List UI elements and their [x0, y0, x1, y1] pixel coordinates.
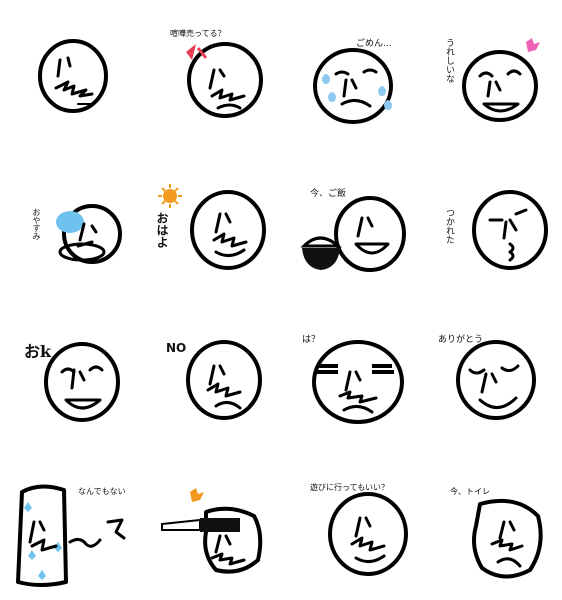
- sticker-no[interactable]: NO: [140, 300, 280, 450]
- sticker-sorry[interactable]: ごめん...: [280, 0, 420, 150]
- face-drawing: [186, 340, 262, 420]
- sticker-in-toilet[interactable]: 今、トイレ: [420, 450, 560, 600]
- sticker-label: NO: [166, 341, 187, 355]
- sticker-label: おやすみ: [32, 208, 41, 240]
- face-drawing: [186, 42, 263, 118]
- sticker-label: 遊びに行ってもいい？: [310, 483, 390, 492]
- face-drawing: [456, 340, 536, 420]
- sticker-label: おはよ: [155, 212, 169, 248]
- sticker-label: つかれた: [444, 208, 454, 244]
- knife-icon: [161, 518, 240, 532]
- face-drawing: [56, 204, 122, 264]
- face-drawing: [328, 492, 408, 576]
- sticker-eating-now[interactable]: 今、ご飯: [280, 150, 420, 300]
- face-drawing: [300, 196, 406, 272]
- face-drawing: [312, 340, 404, 424]
- sleep-bubble-icon: [56, 211, 84, 233]
- spark-icon: [190, 488, 204, 502]
- sticker-label: 喧嘩売ってる？: [170, 29, 226, 38]
- face-drawing: [313, 48, 393, 124]
- sticker-label: なんでもない: [78, 487, 126, 496]
- sticker-label: ごめん...: [356, 39, 392, 49]
- sticker-thanks[interactable]: ありがとう: [420, 300, 560, 450]
- face-drawing: [472, 498, 543, 579]
- sun-icon: [158, 184, 182, 208]
- anger-mark-icon: [186, 44, 208, 60]
- face-drawing: [16, 484, 126, 587]
- sticker-label: うれしいな: [444, 38, 454, 83]
- sticker-good-morning[interactable]: おはよ: [140, 150, 280, 300]
- sticker-nothing[interactable]: なんでもない: [0, 450, 140, 600]
- sparkle-icon: [24, 502, 62, 580]
- sticker-picking-fight[interactable]: 喧嘩売ってる？: [140, 0, 280, 150]
- sticker-label: ありがとう: [438, 335, 484, 345]
- sticker-tired[interactable]: つかれた: [420, 150, 560, 300]
- sticker-can-i-visit[interactable]: 遊びに行ってもいい？: [280, 450, 420, 600]
- face-drawing: [161, 488, 263, 574]
- sticker-label: おk: [24, 342, 52, 361]
- rice-bowl-icon: [300, 236, 342, 270]
- sticker-ok[interactable]: おk: [0, 300, 140, 450]
- teardrop-icon: [322, 74, 392, 110]
- sticker-huh[interactable]: は？: [280, 300, 420, 450]
- face-drawing: [462, 38, 540, 122]
- sticker-good-night[interactable]: おやすみ: [0, 150, 140, 300]
- face-drawing: [472, 190, 548, 270]
- sticker-plain-face[interactable]: [0, 0, 140, 150]
- heart-icon: [526, 38, 540, 52]
- face-drawing: [38, 39, 108, 113]
- face-drawing: [44, 342, 120, 422]
- sticker-label: 今、トイレ: [450, 487, 490, 496]
- face-drawing: [158, 184, 266, 270]
- sticker-knife[interactable]: [140, 450, 280, 600]
- sticker-label: は？: [302, 335, 321, 345]
- sticker-label: 今、ご飯: [310, 189, 347, 199]
- sticker-happy[interactable]: うれしいな: [420, 0, 560, 150]
